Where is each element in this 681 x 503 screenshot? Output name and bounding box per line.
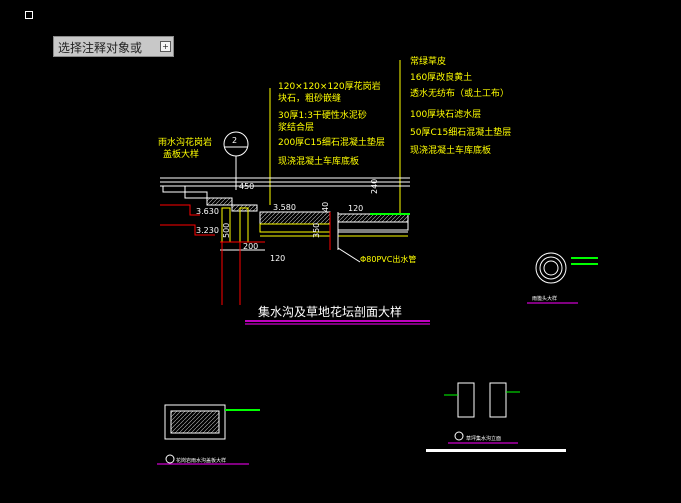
- left-label-3: 30厚1:3干硬性水泥砂: [278, 109, 367, 121]
- corner-marker: [25, 11, 33, 19]
- right-label-1: 常绿草皮: [410, 55, 446, 67]
- left-labels: 120×120×120厚花岗岩 块石，粗砂嵌缝 30厚1:3干硬性水泥砂 浆结合…: [278, 80, 385, 167]
- right-label-6: 现浇混凝土车库底板: [410, 144, 491, 156]
- drain-detail: 草坪集水沟立面: [426, 382, 566, 452]
- left-label-1: 120×120×120厚花岗岩: [278, 80, 381, 92]
- right-label-2: 160厚改良黄土: [410, 71, 472, 83]
- dim-3630: 3.630: [196, 207, 219, 216]
- dim-240: 240: [370, 179, 379, 194]
- detail-callout: 雨水沟花岗岩 盖板大样 2: [158, 131, 249, 190]
- callout-number: 2: [232, 136, 237, 145]
- section-title: 集水沟及草地花坛剖面大样: [258, 304, 402, 319]
- dim-120-a: 120: [270, 254, 285, 263]
- right-labels: 常绿草皮 160厚改良黄土 透水无纺布（或土工布） 100厚块石滤水层 50厚C…: [410, 55, 511, 156]
- dimensions: 450 3.580 3.630 3.230 200 120 120 350 24…: [196, 179, 379, 263]
- right-label-3: 透水无纺布（或土工布）: [410, 87, 509, 99]
- select-annotation-label: 选择注释对象或: [58, 41, 143, 55]
- cover-detail: 花岗岩雨水沟盖板大样: [157, 404, 260, 465]
- left-label-2: 块石，粗砂嵌缝: [278, 92, 341, 104]
- drain-label: 草坪集水沟立面: [466, 435, 501, 442]
- right-label-4: 100厚块石滤水层: [410, 108, 481, 120]
- select-annotation-dropdown[interactable]: 选择注释对象或 +: [53, 36, 174, 57]
- cover-label: 花岗岩雨水沟盖板大样: [176, 457, 226, 464]
- dim-120-b: 120: [348, 204, 363, 213]
- left-label-5: 200厚C15细石混凝土垫层: [278, 136, 385, 148]
- pvc-pipe-label: Φ80PVC出水管: [360, 254, 416, 264]
- right-label-5: 50厚C15细石混凝土垫层: [410, 126, 511, 138]
- dim-3580: 3.580: [273, 203, 296, 212]
- grate-detail: 雨篦头大样: [527, 252, 598, 304]
- dim-40: 40: [321, 202, 330, 212]
- dim-350: 350: [312, 223, 321, 238]
- dim-200: 200: [243, 242, 258, 251]
- left-label-6: 现浇混凝土车库底板: [278, 155, 359, 167]
- left-label-4: 浆结合层: [278, 121, 314, 133]
- section-drawing: [160, 177, 410, 305]
- callout-line-2: 盖板大样: [163, 148, 199, 160]
- dim-450: 450: [239, 182, 254, 191]
- plus-box-icon[interactable]: +: [160, 41, 171, 52]
- grate-label: 雨篦头大样: [532, 295, 557, 302]
- dim-3230: 3.230: [196, 226, 219, 235]
- dim-500: 500: [222, 223, 231, 238]
- callout-line-1: 雨水沟花岗岩: [158, 136, 212, 148]
